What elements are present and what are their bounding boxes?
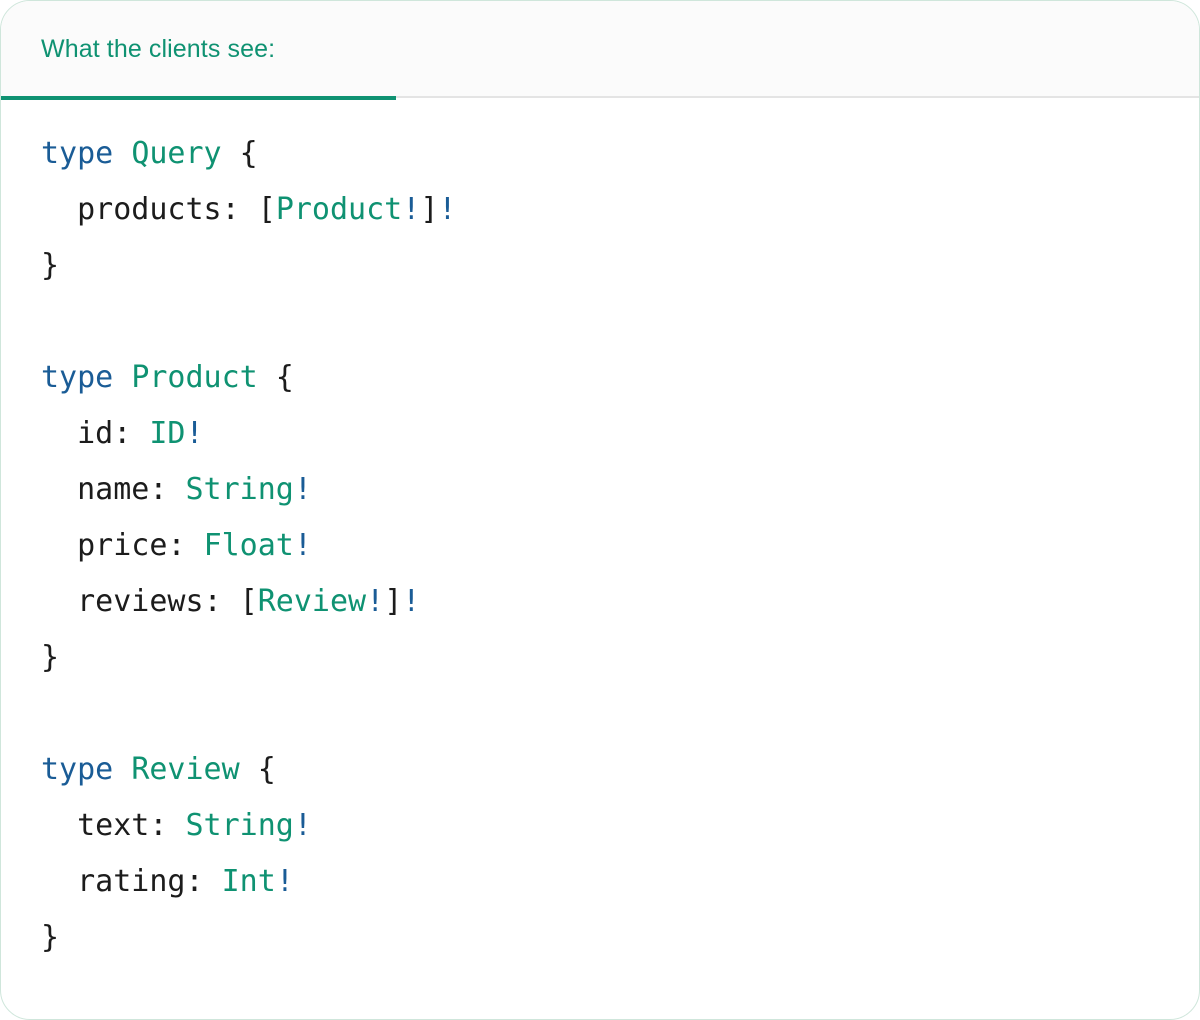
code-line: ​ — [41, 686, 1199, 742]
code-token-punct — [113, 136, 131, 171]
code-token-punct: : [ — [203, 584, 258, 619]
code-token-type: Float — [203, 528, 294, 563]
code-line: type Query { — [41, 126, 1199, 182]
code-token-field: name — [77, 472, 150, 507]
graphql-schema-code[interactable]: type Query { products: [Product!]!}​type… — [41, 126, 1199, 966]
code-token-bang: ! — [293, 472, 312, 507]
code-token-punct: : — [149, 472, 186, 507]
code-token-type: String — [185, 472, 294, 507]
code-token-type: Review — [257, 584, 367, 619]
code-token-punct: { — [239, 752, 276, 787]
code-line: rating: Int! — [41, 854, 1199, 910]
code-token-type: Product — [275, 192, 403, 227]
code-token-punct: { — [257, 360, 294, 395]
code-token-punct — [41, 192, 77, 227]
code-token-punct — [41, 808, 77, 843]
code-token-bang: ! — [275, 864, 294, 899]
code-token-punct — [41, 528, 77, 563]
code-token-punct: : — [185, 864, 222, 899]
code-line: } — [41, 630, 1199, 686]
code-token-punct — [41, 584, 77, 619]
tab-label: What the clients see: — [41, 35, 276, 63]
code-token-punct: : — [113, 416, 150, 451]
code-token-kw: type — [41, 360, 114, 395]
code-line: } — [41, 238, 1199, 294]
code-token-bang: ! — [293, 528, 312, 563]
code-token-type: ID — [149, 416, 186, 451]
code-token-type: Query — [131, 136, 222, 171]
tab-what-the-clients-see[interactable]: What the clients see: — [1, 1, 396, 100]
code-token-punct: : — [167, 528, 204, 563]
code-token-bang: ! — [402, 192, 421, 227]
code-token-field: rating — [77, 864, 186, 899]
code-token-punct: ] — [420, 192, 439, 227]
code-token-bang: ! — [185, 416, 204, 451]
code-line: ​ — [41, 294, 1199, 350]
code-token-type: Product — [131, 360, 258, 395]
code-token-bang: ! — [293, 808, 312, 843]
code-line: id: ID! — [41, 406, 1199, 462]
code-token-field: id — [77, 416, 114, 451]
code-token-type: Int — [221, 864, 276, 899]
code-token-bang: ! — [438, 192, 457, 227]
code-token-bang: ! — [402, 584, 421, 619]
code-token-punct — [113, 360, 131, 395]
code-line: products: [Product!]! — [41, 182, 1199, 238]
code-line: } — [41, 910, 1199, 966]
code-token-punct: } — [41, 640, 60, 675]
code-block: type Query { products: [Product!]!}​type… — [1, 98, 1199, 966]
code-token-field: text — [77, 808, 150, 843]
code-token-field: reviews — [77, 584, 204, 619]
code-token-punct: { — [221, 136, 258, 171]
code-token-kw: type — [41, 136, 114, 171]
code-token-kw: type — [41, 752, 114, 787]
code-token-field: products — [77, 192, 222, 227]
code-token-punct: ] — [384, 584, 403, 619]
code-token-punct — [41, 864, 77, 899]
tab-active-indicator — [1, 96, 396, 100]
code-token-punct: : — [149, 808, 186, 843]
code-token-punct — [41, 416, 77, 451]
code-token-punct: } — [41, 248, 60, 283]
code-line: name: String! — [41, 462, 1199, 518]
code-line: type Review { — [41, 742, 1199, 798]
code-token-type: Review — [131, 752, 240, 787]
code-token-punct — [113, 752, 131, 787]
code-token-punct: } — [41, 920, 60, 955]
tab-bar: What the clients see: — [1, 1, 1199, 100]
code-line: type Product { — [41, 350, 1199, 406]
code-token-punct — [41, 472, 77, 507]
code-token-punct: : [ — [221, 192, 276, 227]
code-token-type: String — [185, 808, 294, 843]
code-line: price: Float! — [41, 518, 1199, 574]
code-line: reviews: [Review!]! — [41, 574, 1199, 630]
code-token-field: price — [77, 528, 168, 563]
code-token-bang: ! — [366, 584, 385, 619]
code-line: text: String! — [41, 798, 1199, 854]
